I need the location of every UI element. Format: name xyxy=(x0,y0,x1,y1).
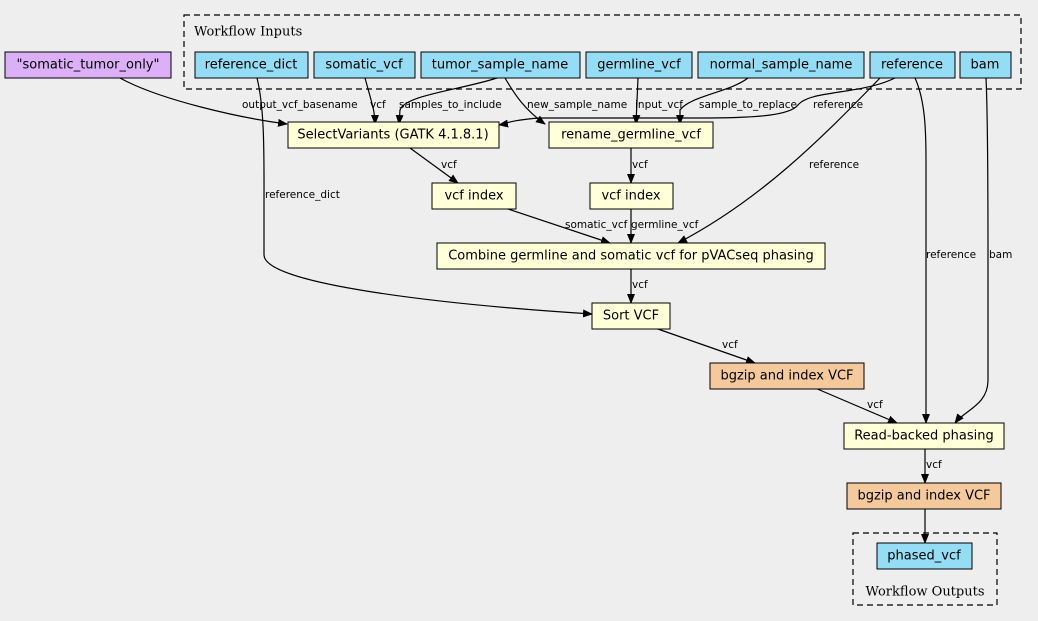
edge-label-input-vcf: input_vcf xyxy=(635,99,683,111)
node-somatic-vcf[interactable]: somatic_vcf xyxy=(313,51,416,79)
edge-reference-dict-to-sort xyxy=(256,77,593,318)
node-germline-vcf[interactable]: germline_vcf xyxy=(585,51,693,79)
edge-sort-to-bgzip-1 xyxy=(654,327,756,364)
node-reference-dict[interactable]: reference_dict xyxy=(194,51,309,79)
svg-text:bgzip and index VCF: bgzip and index VCF xyxy=(720,369,853,384)
edge-label-vcf-combine-sort: vcf xyxy=(632,279,648,291)
svg-text:Combine germline and somatic v: Combine germline and somatic vcf for pVA… xyxy=(448,249,814,264)
edge-label-samples-to-include: samples_to_include xyxy=(399,99,502,111)
edge-label-sample-to-replace: sample_to_replace xyxy=(699,99,797,111)
svg-text:normal_sample_name: normal_sample_name xyxy=(710,58,853,73)
edge-germline-to-rename xyxy=(632,77,641,125)
edge-bam-to-phasing xyxy=(954,77,989,424)
workflow-outputs-label: Workflow Outputs xyxy=(866,585,985,600)
edge-label-vcf-bgzip-phasing: vcf xyxy=(867,399,883,411)
edge-label-germline-vcf: germline_vcf xyxy=(631,219,699,231)
svg-text:tumor_sample_name: tumor_sample_name xyxy=(432,58,568,73)
svg-text:Read-backed phasing: Read-backed phasing xyxy=(854,429,994,444)
edge-select-to-vcf-index-1 xyxy=(409,147,459,184)
node-sort-vcf[interactable]: Sort VCF xyxy=(591,302,671,330)
edge-label-vcf-phasing-bgzip: vcf xyxy=(926,459,942,471)
svg-text:"somatic_tumor_only": "somatic_tumor_only" xyxy=(17,58,160,73)
edge-label-reference-combine: reference xyxy=(809,159,859,171)
edge-label-vcf-select-index: vcf xyxy=(441,159,457,171)
node-phased-vcf[interactable]: phased_vcf xyxy=(876,542,973,570)
svg-text:somatic_vcf: somatic_vcf xyxy=(325,58,403,73)
edge-label-output-vcf-basename: output_vcf_basename xyxy=(242,99,358,111)
svg-text:rename_germline_vcf: rename_germline_vcf xyxy=(561,128,701,143)
edge-label-reference-phasing: reference xyxy=(926,249,976,261)
svg-text:SelectVariants (GATK 4.1.8.1): SelectVariants (GATK 4.1.8.1) xyxy=(297,128,488,143)
edge-label-new-sample-name: new_sample_name xyxy=(527,99,627,111)
edge-tumor-to-select xyxy=(395,77,498,125)
svg-text:phased_vcf: phased_vcf xyxy=(887,549,961,564)
edge-label-reference-select: reference xyxy=(813,99,863,111)
edge-reference-to-phasing xyxy=(914,77,930,424)
svg-text:reference: reference xyxy=(881,58,943,73)
svg-text:bgzip and index VCF: bgzip and index VCF xyxy=(857,489,990,504)
edge-label-bam-phasing: bam xyxy=(989,249,1012,261)
edge-label-vcf-sort-bgzip: vcf xyxy=(722,339,738,351)
edge-tumor-to-rename xyxy=(504,77,546,125)
node-vcf-index-2[interactable]: vcf index xyxy=(589,182,674,210)
edge-label-reference-dict: reference_dict xyxy=(265,189,340,201)
edge-label-somatic-vcf: somatic_vcf xyxy=(565,219,628,231)
svg-text:bam: bam xyxy=(971,58,1000,73)
node-rename-germline-vcf[interactable]: rename_germline_vcf xyxy=(548,121,714,149)
svg-text:germline_vcf: germline_vcf xyxy=(597,58,681,73)
node-read-backed-phasing[interactable]: Read-backed phasing xyxy=(843,422,1005,450)
edge-vcf-index-1-to-combine xyxy=(504,207,611,244)
edge-label-vcf-rename-index: vcf xyxy=(632,159,648,171)
edge-label-vcf-somatic: vcf xyxy=(370,99,386,111)
edge-reference-to-select xyxy=(498,77,896,128)
edge-normal-to-rename xyxy=(676,77,749,125)
node-combine-germline-somatic[interactable]: Combine germline and somatic vcf for pVA… xyxy=(436,242,826,270)
node-const-somatic-tumor-only[interactable]: "somatic_tumor_only" xyxy=(4,51,172,79)
edge-reference-to-combine xyxy=(677,77,881,244)
workflow-inputs-label: Workflow Inputs xyxy=(194,25,302,40)
edge-const-to-select xyxy=(119,77,288,127)
svg-text:reference_dict: reference_dict xyxy=(205,58,298,73)
svg-text:vcf index: vcf index xyxy=(601,189,660,204)
workflow-inputs-cluster: Workflow Inputs xyxy=(183,14,1022,90)
svg-text:Sort VCF: Sort VCF xyxy=(603,309,659,324)
node-bam[interactable]: bam xyxy=(959,51,1012,79)
node-bgzip-index-vcf-1[interactable]: bgzip and index VCF xyxy=(709,362,865,390)
edge-bgzip-1-to-phasing xyxy=(814,387,898,424)
node-bgzip-index-vcf-2[interactable]: bgzip and index VCF xyxy=(846,482,1002,510)
node-reference[interactable]: reference xyxy=(869,51,956,79)
edge-somatic-vcf-to-select xyxy=(364,77,379,125)
node-select-variants[interactable]: SelectVariants (GATK 4.1.8.1) xyxy=(287,121,500,149)
node-tumor-sample-name[interactable]: tumor_sample_name xyxy=(420,51,581,79)
node-vcf-index-1[interactable]: vcf index xyxy=(431,182,517,210)
node-normal-sample-name[interactable]: normal_sample_name xyxy=(697,51,865,79)
svg-text:vcf index: vcf index xyxy=(444,189,503,204)
